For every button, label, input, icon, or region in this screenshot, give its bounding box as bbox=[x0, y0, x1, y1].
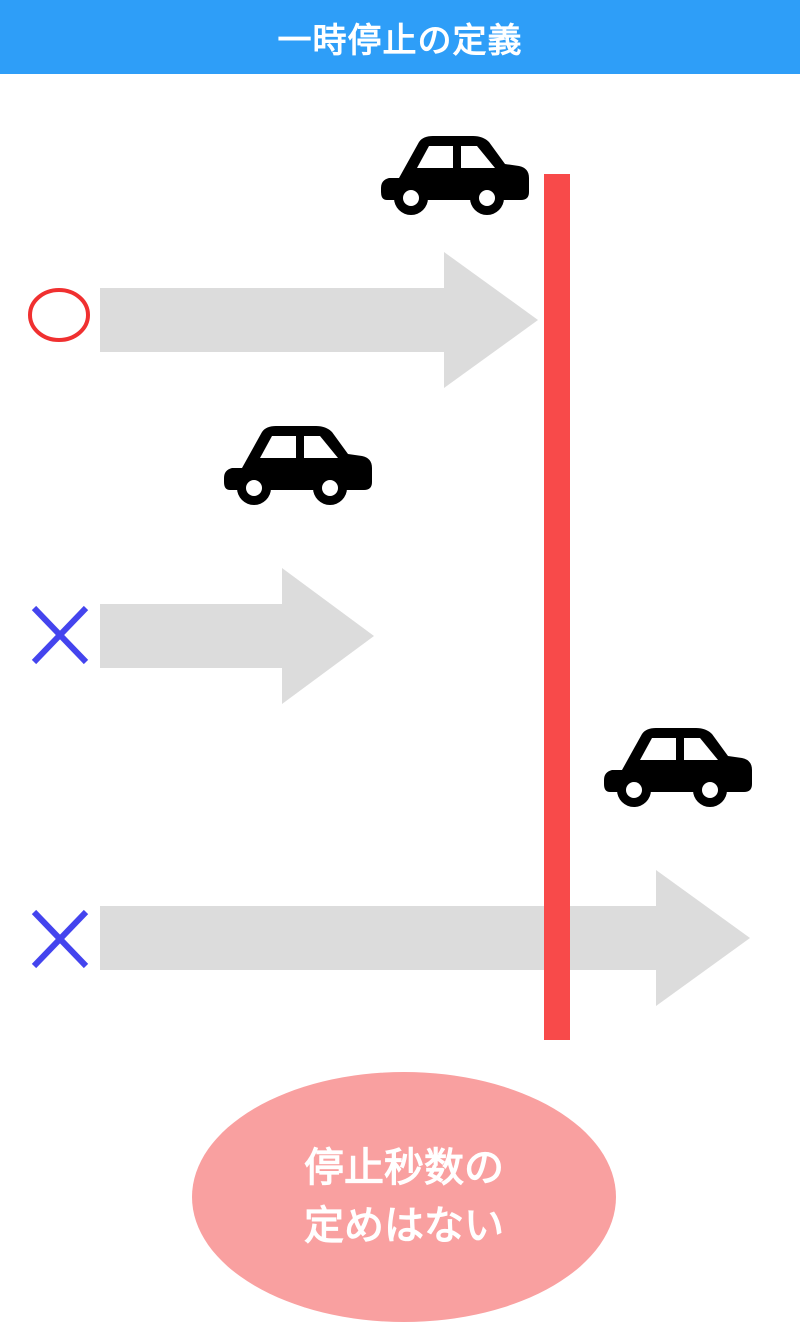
circle-mark bbox=[28, 288, 90, 342]
note-bubble: 停止秒数の 定めはない bbox=[192, 1072, 616, 1322]
header-bar: 一時停止の定義 bbox=[0, 0, 800, 74]
car-icon bbox=[224, 426, 372, 505]
arrow-case-over bbox=[100, 870, 750, 1006]
car-icon bbox=[604, 728, 752, 807]
arrow-case-short bbox=[100, 568, 374, 704]
cross-mark bbox=[31, 605, 89, 665]
car-icon bbox=[381, 136, 529, 215]
note-line-2: 定めはない bbox=[304, 1203, 504, 1249]
arrow-case-ok bbox=[100, 252, 538, 388]
note-line-1: 停止秒数の bbox=[304, 1145, 504, 1191]
page-title: 一時停止の定義 bbox=[277, 20, 523, 61]
cross-mark bbox=[31, 909, 89, 969]
stop-line bbox=[544, 174, 570, 1040]
